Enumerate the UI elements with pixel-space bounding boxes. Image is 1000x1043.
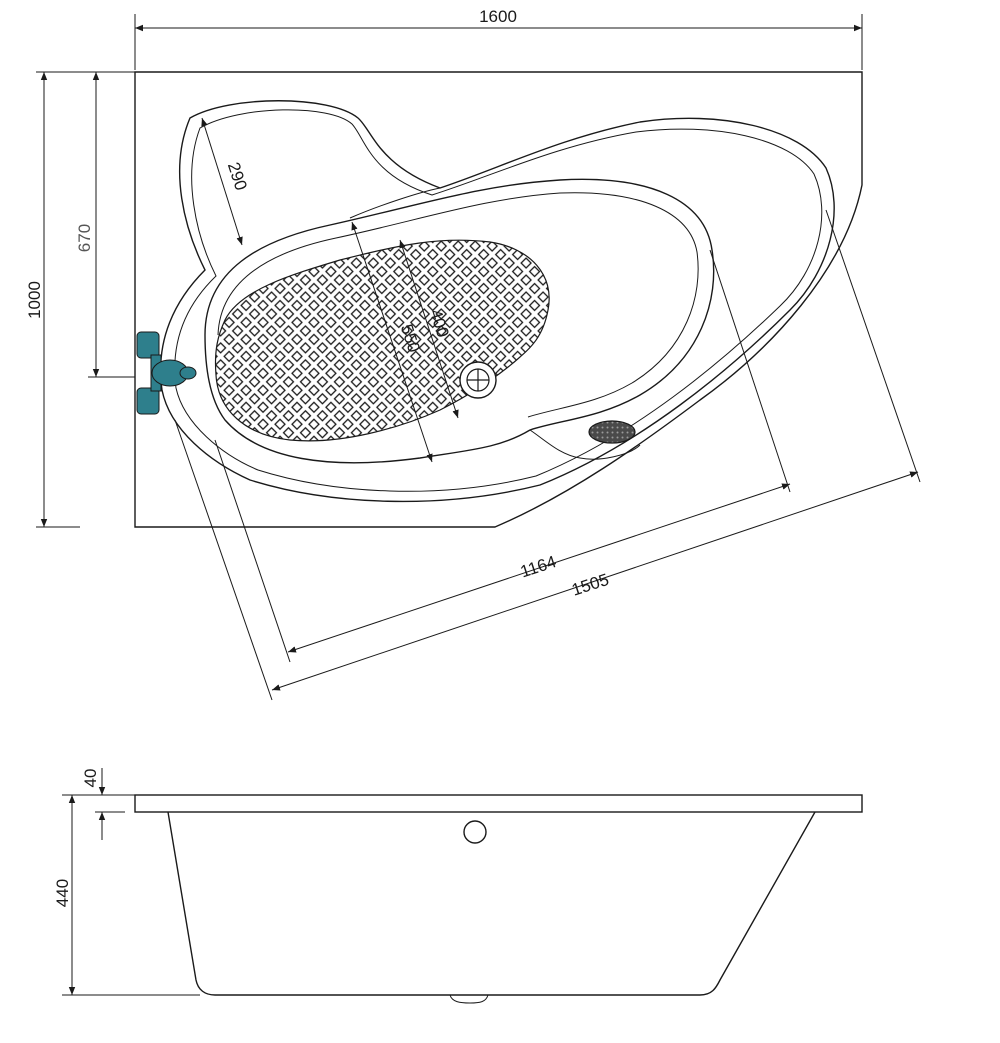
- tub-body: [167, 811, 816, 996]
- side-view: 40 440: [53, 768, 863, 1004]
- seat-edge: [529, 429, 641, 460]
- dimension-rim-thickness-label: 40: [81, 769, 100, 788]
- faucet-icon: [136, 331, 197, 415]
- overflow-icon: [588, 420, 636, 444]
- dimension-tub-height-label: 440: [53, 879, 72, 907]
- dimension-headrest-offset: 670: [75, 72, 135, 378]
- drain-icon: [459, 361, 497, 399]
- dimension-overall-width-label: 1600: [479, 7, 517, 26]
- dimension-overall-width: 1600: [134, 7, 863, 70]
- dimension-seat-width-label: 290: [224, 160, 251, 193]
- basin-bowl: [204, 178, 715, 464]
- drain-outlet: [449, 994, 489, 1004]
- dimension-outer-length-label: 1505: [569, 570, 611, 600]
- dimension-overall-depth-label: 1000: [25, 281, 44, 319]
- dimension-inner-length-label: 1164: [518, 552, 559, 581]
- overflow-hole: [463, 820, 487, 844]
- non-slip-mat: [214, 239, 550, 442]
- headrest-edge: [349, 187, 441, 219]
- dimension-headrest-offset-label: 670: [75, 224, 94, 252]
- dimension-seat-width: 290: [201, 117, 251, 246]
- dimension-tub-height: 440: [53, 795, 200, 996]
- dimension-overall-depth: 1000: [25, 71, 135, 528]
- dimension-rim-thickness: 40: [62, 768, 135, 840]
- tub-rim: [134, 794, 863, 813]
- top-view: 1600 1000 670: [25, 7, 921, 701]
- basin-bowl-inner: [217, 192, 699, 418]
